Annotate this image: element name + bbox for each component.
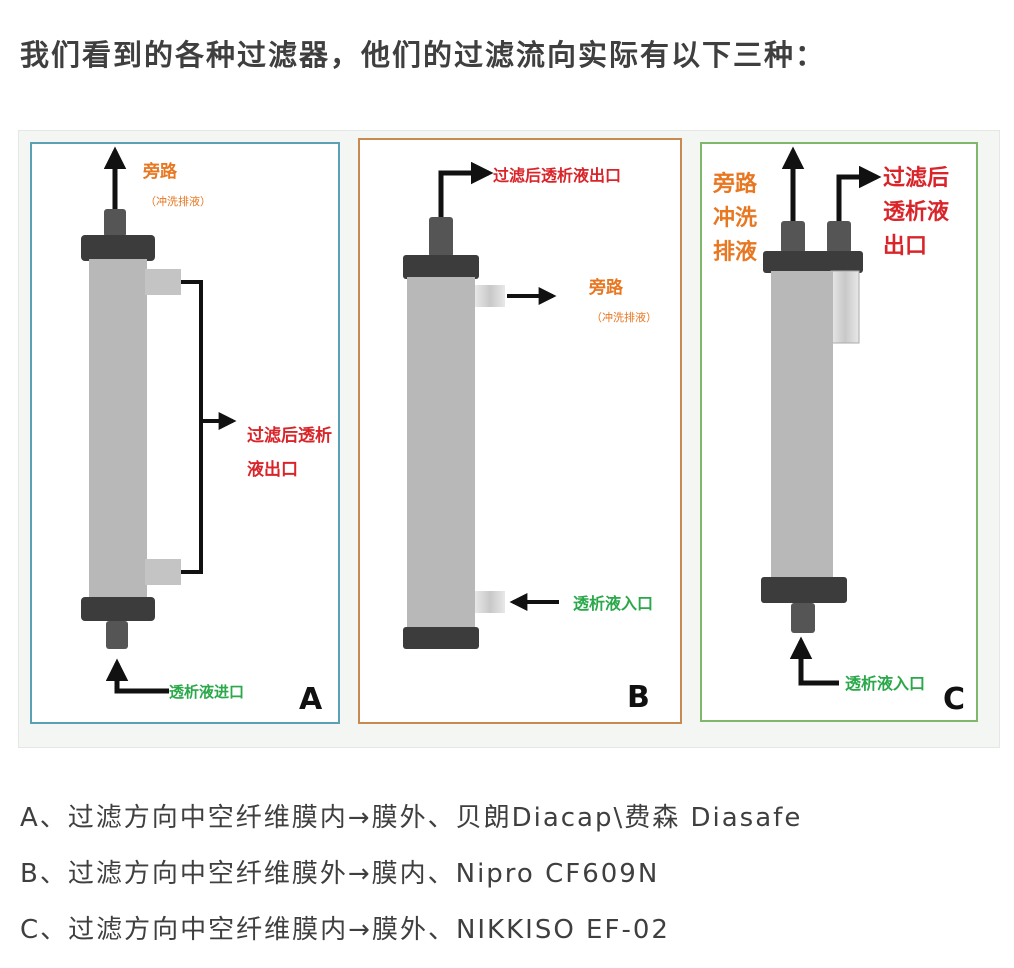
panel-c-outlet-label-3: 出口 [883,234,927,259]
panel-a-bottom-nozzle [106,621,128,649]
panel-b-bottom-cap [403,627,479,649]
filter-flow-diagram: 旁路 （冲洗排液） 过滤后透析 液出口 透析液进口 A 过滤后透析液出口 旁路 [18,130,1000,748]
panel-a-outlet-label-2: 液出口 [247,459,298,480]
diagram-svg: 旁路 （冲洗排液） 过滤后透析 液出口 透析液进口 A 过滤后透析液出口 旁路 [30,138,978,724]
panel-c-bypass-label-3: 排液 [713,239,757,265]
panel-c-bypass-nozzle [781,221,805,253]
panel-b-cylinder [407,277,475,633]
panel-c-bypass-label-1: 旁路 [712,171,758,197]
panel-a-top-cap [81,235,155,261]
panel-a-upper-port [145,269,181,295]
panel-c-bypass-label-2: 冲洗 [713,206,757,231]
panel-c-outlet-nozzle [827,221,851,253]
description-list: A、过滤方向中空纤维膜内→膜外、贝朗Diacap\费森 Diasafe B、过滤… [20,800,802,968]
panel-c-bottom-cap [761,577,847,603]
panel-a-lower-port [145,559,181,585]
panel-b-outlet-label: 过滤后透析液出口 [493,166,621,185]
panel-c: 旁路 冲洗 排液 过滤后 透析液 出口 透析液入口 C [700,142,978,722]
description-c: C、过滤方向中空纤维膜内→膜外、NIKKISO EF-02 [20,915,670,945]
panel-b-letter: B [627,680,650,715]
panel-a: 旁路 （冲洗排液） 过滤后透析 液出口 透析液进口 A [30,142,340,724]
panel-a-cylinder [89,259,147,599]
panel-b-top-nozzle [429,217,453,257]
panel-a-bottom-cap [81,597,155,621]
panel-a-inlet-arrow [105,658,169,694]
panel-b-outlet-arrow [438,161,494,217]
panel-c-cylinder [771,271,833,577]
panel-c-bottom-nozzle [791,603,815,633]
panel-c-letter: C [943,682,965,717]
panel-b-bypass-note: （冲洗排液） [591,310,657,324]
panel-c-inlet-arrow [789,636,839,686]
panel-b-bypass-label: 旁路 [588,277,624,298]
panel-a-bypass-label: 旁路 [142,161,178,182]
panel-b-upper-port [475,285,505,307]
panel-a-inlet-label: 透析液进口 [169,683,244,701]
panel-a-bypass-note: （冲洗排液） [145,194,211,208]
page-heading: 我们看到的各种过滤器，他们的过滤流向实际有以下三种： [20,38,827,72]
panel-a-top-nozzle [104,209,126,237]
panel-a-outlet-label-1: 过滤后透析 [247,425,332,446]
panel-c-outlet-label-1: 过滤后 [883,166,949,191]
panel-b-inlet-label: 透析液入口 [573,594,653,613]
description-a: A、过滤方向中空纤维膜内→膜外、贝朗Diacap\费森 Diasafe [20,803,803,833]
panel-c-inlet-label: 透析液入口 [845,674,925,693]
panel-b: 过滤后透析液出口 旁路 （冲洗排液） 透析液入口 B [358,138,682,724]
panel-b-top-cap [403,255,479,279]
panel-c-outlet-arrow [836,165,882,223]
panel-c-outlet-label-2: 透析液 [883,199,949,225]
panel-b-lower-port [475,591,505,613]
panel-a-letter: A [299,682,323,717]
panel-c-side-tube [830,270,860,344]
description-b: B、过滤方向中空纤维膜外→膜内、Nipro CF609N [20,859,660,889]
panel-c-top-cap [763,251,863,273]
panel-a-bracket [181,280,203,574]
